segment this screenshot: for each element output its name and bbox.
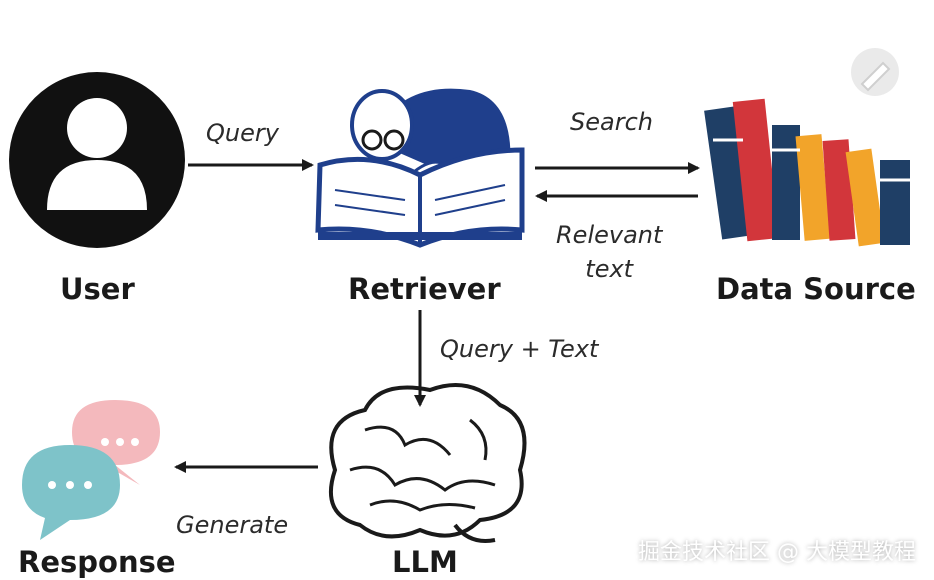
- brain-icon: [329, 383, 527, 543]
- pencil-icon[interactable]: [851, 48, 899, 96]
- user-avatar-icon: [9, 72, 185, 248]
- relevant-text-line1: Relevant: [556, 221, 663, 249]
- chat-bubbles-icon: [22, 400, 160, 540]
- books-icon: [704, 98, 910, 247]
- retriever-label: Retriever: [348, 272, 501, 306]
- person-reading-book-icon: [315, 88, 525, 248]
- relevant-text-edge-label: Relevant text: [556, 218, 662, 286]
- response-label: Response: [18, 545, 176, 579]
- watermark-text: 掘金技术社区 @ 大模型教程: [638, 540, 916, 565]
- search-edge-label: Search: [570, 108, 653, 136]
- llm-label: LLM: [392, 545, 458, 579]
- generate-edge-label: Generate: [176, 511, 289, 539]
- user-label: User: [60, 272, 135, 306]
- query-edge-label: Query: [206, 119, 279, 147]
- data-source-label: Data Source: [716, 272, 916, 306]
- query-text-edge-label: Query + Text: [440, 335, 599, 363]
- relevant-text-line2: text: [585, 255, 634, 283]
